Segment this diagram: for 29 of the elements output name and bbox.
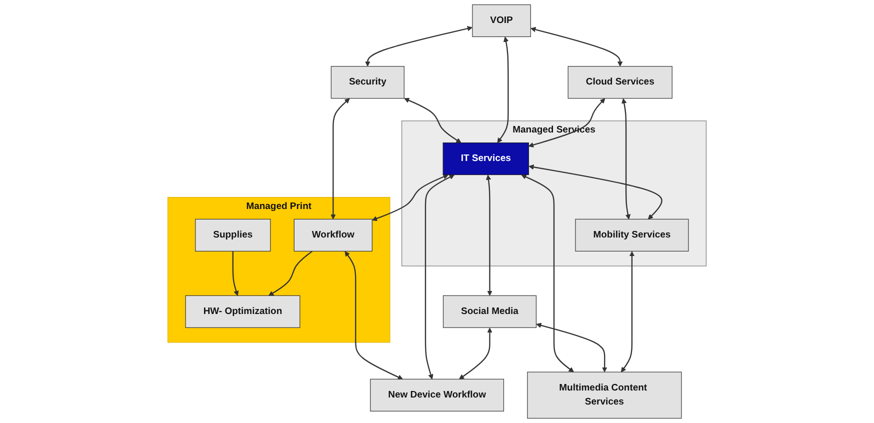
arrow [528, 164, 662, 220]
node-box: New Device Workflow [370, 378, 504, 412]
node-box: Multimedia Content Services [527, 372, 682, 419]
arrow [268, 250, 313, 296]
node-box: Supplies [195, 218, 271, 252]
arrow [404, 98, 462, 144]
arrow [530, 27, 623, 67]
arrow [365, 26, 472, 67]
node-box: Cloud Services [568, 66, 672, 99]
node-box: Mobility Services [575, 218, 689, 252]
arrow [330, 98, 350, 220]
arrow [521, 174, 574, 372]
arrow [620, 251, 635, 372]
node-box: VOIP [472, 4, 531, 38]
arrow [528, 98, 606, 148]
arrow [486, 174, 492, 296]
arrow [622, 98, 631, 220]
arrow [344, 251, 403, 380]
arrow [459, 328, 492, 380]
arrow [497, 36, 509, 144]
arrow [372, 174, 448, 222]
arrow [232, 251, 239, 296]
arrow [424, 174, 455, 380]
arrow [536, 322, 608, 372]
node-box: IT Services [442, 142, 529, 176]
node-box: HW- Optimization [185, 295, 300, 328]
node-box: Security [330, 66, 404, 99]
node-box: Social Media [442, 295, 537, 328]
node-box: Workflow [294, 218, 372, 252]
